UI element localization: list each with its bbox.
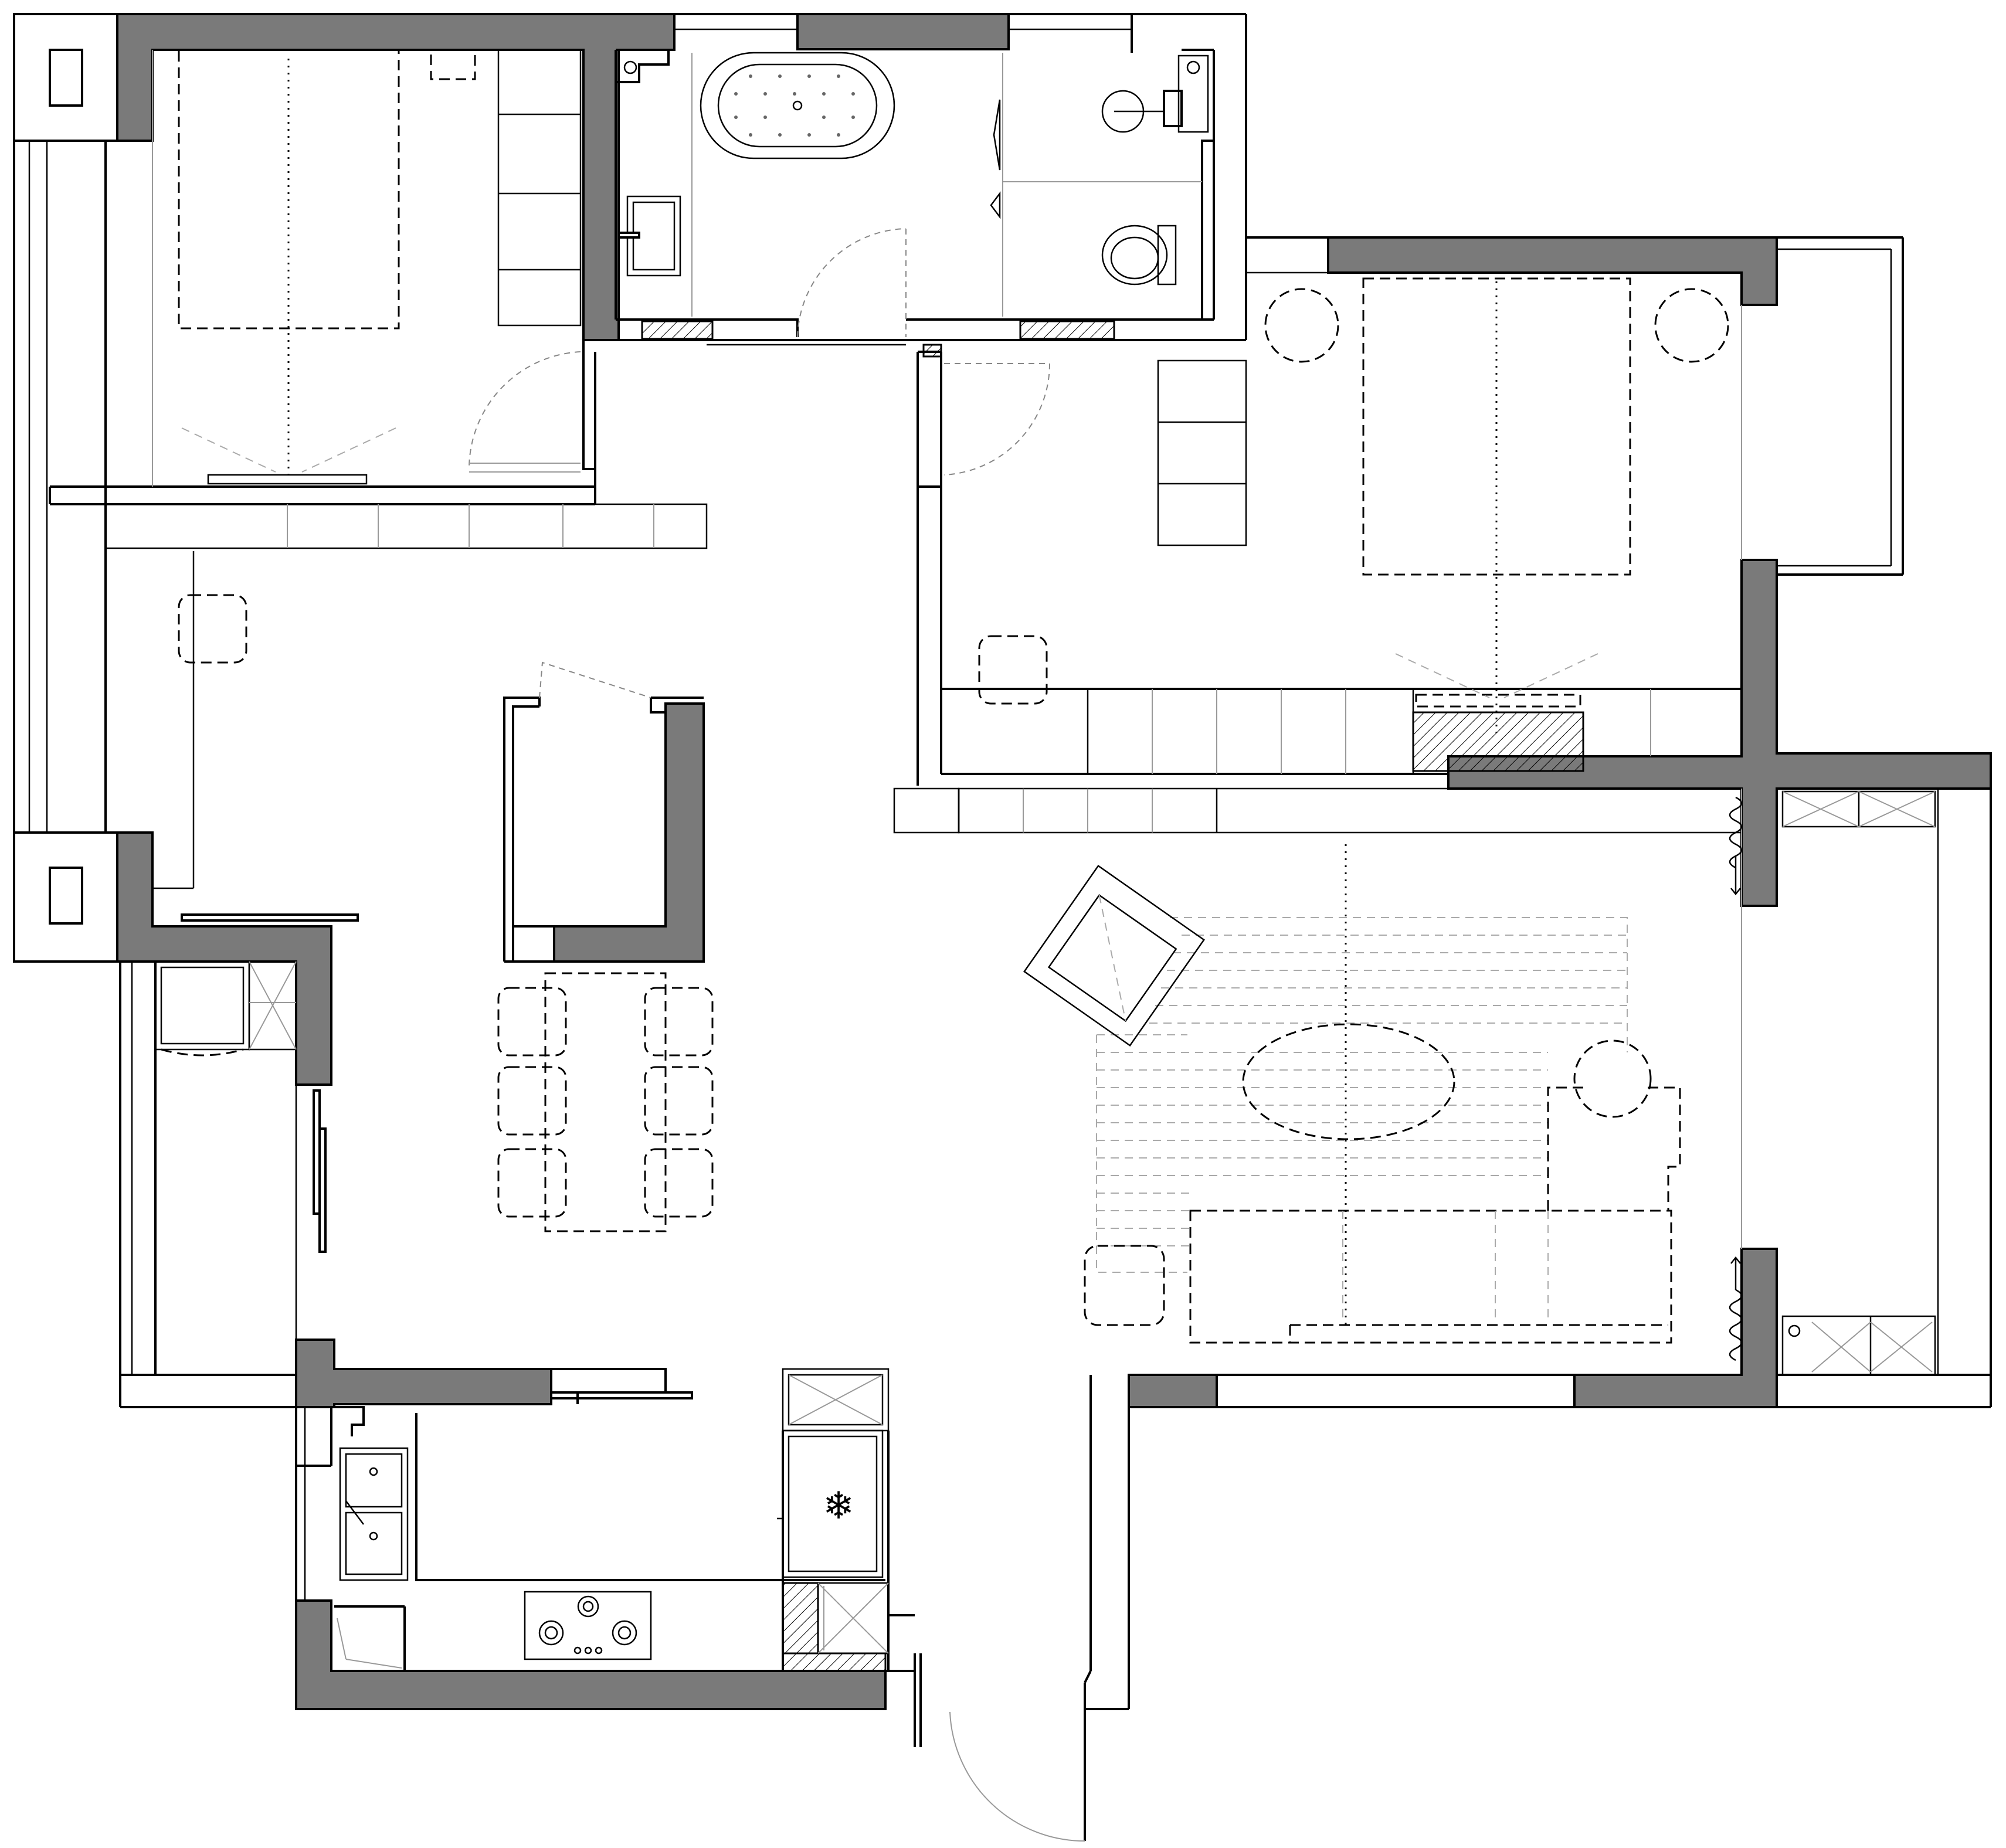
bench	[1157, 359, 1247, 546]
nightstand-right	[1654, 288, 1729, 363]
dining-chair	[497, 987, 567, 1057]
kitchen-sink	[339, 1447, 409, 1581]
dining-chair	[497, 1148, 567, 1218]
tv-console-right	[1415, 694, 1581, 708]
exterior-columns	[13, 13, 118, 963]
living-room	[893, 787, 1936, 1376]
wardrobe	[497, 49, 582, 327]
entry-door-swing	[949, 1711, 1085, 1842]
structural-walls	[116, 13, 1992, 1710]
bedside-lamp	[430, 49, 476, 80]
right-bedroom	[943, 277, 1742, 774]
bathtub	[700, 52, 895, 159]
dining-chair	[644, 987, 714, 1057]
utility-cabinet	[248, 960, 297, 1051]
utility-room	[154, 960, 297, 1057]
dining-area	[497, 972, 714, 1232]
bed	[178, 49, 400, 329]
bathroom	[617, 52, 1209, 338]
dining-table	[544, 972, 667, 1232]
ac-unit-top	[1781, 790, 1936, 828]
tub-jets	[734, 74, 855, 137]
dining-chair	[644, 1148, 714, 1218]
refrigerator	[782, 1429, 884, 1578]
dining-chair	[644, 1066, 714, 1136]
armchair	[1023, 865, 1205, 1047]
gas-hob	[524, 1591, 652, 1660]
island-door-swing	[539, 661, 651, 698]
curtain-bottom	[1729, 1289, 1743, 1361]
oven-cabinet	[817, 1582, 890, 1655]
right-bedroom-door-swing	[943, 363, 1051, 475]
ottoman	[1084, 1245, 1165, 1326]
rug	[1096, 917, 1628, 1273]
tv-console	[207, 474, 368, 485]
toilet	[1101, 225, 1168, 286]
bathroom-door-swing	[797, 228, 907, 338]
dining-chair	[497, 1066, 567, 1136]
top-left-bedroom	[152, 49, 582, 487]
washer	[154, 960, 250, 1051]
kitchen: ❄	[337, 1368, 890, 1669]
master-bed	[1362, 277, 1631, 576]
side-table	[1573, 1040, 1652, 1118]
desk-chair	[978, 635, 1048, 705]
bedroom-door-swing	[468, 351, 581, 470]
entry	[949, 1711, 1085, 1842]
coffee-table	[1242, 1023, 1455, 1140]
corridor-stool	[178, 594, 247, 664]
ac-unit-bottom	[1781, 1315, 1936, 1376]
corridor-storage	[104, 503, 708, 698]
snowflake-icon: ❄	[823, 1484, 854, 1528]
interior-partitions	[49, 49, 1742, 1672]
sofa	[1189, 1086, 1681, 1344]
nightstand-left	[1264, 288, 1339, 363]
hatched-frames	[641, 320, 1584, 1672]
